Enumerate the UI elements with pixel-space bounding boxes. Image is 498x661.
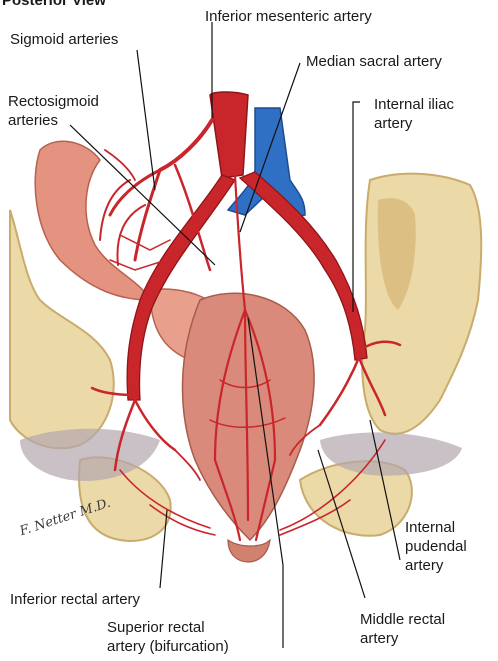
label-internal-iliac-artery: Internal iliac artery [374,96,455,132]
label-inferior-mesenteric-artery: Inferior mesenteric artery [205,8,372,25]
view-label: Posterior View [2,0,106,9]
label-inferior-rectal-artery: Inferior rectal artery [10,591,141,608]
left-muscle-band [20,428,160,481]
right-common-iliac-artery [238,171,368,361]
pudendal-branches [119,439,386,536]
abdominal-aorta [209,91,249,179]
label-sigmoid-arteries: Sigmoid arteries [10,31,119,48]
label-internal-pudendal-artery: Internal pudendal artery [405,519,467,574]
anal-canal [227,538,271,563]
label-median-sacral-artery: Median sacral artery [306,53,442,70]
internal-iliac-branches [90,340,402,481]
label-rectosigmoid-arteries: Rectosigmoid arteries [8,93,99,129]
leader-lines [69,22,401,648]
right-bone-cancellous [377,198,416,310]
rectum [181,292,315,542]
inferior-mesenteric-branches [99,118,214,272]
label-middle-rectal-artery: Middle rectal artery [360,611,446,647]
superior-rectal-branches [209,173,286,542]
label-superior-rectal-artery: Superior rectal artery (bifurcation) [107,619,229,655]
right-muscle-band [320,432,462,476]
sigmoid-colon [34,140,152,301]
